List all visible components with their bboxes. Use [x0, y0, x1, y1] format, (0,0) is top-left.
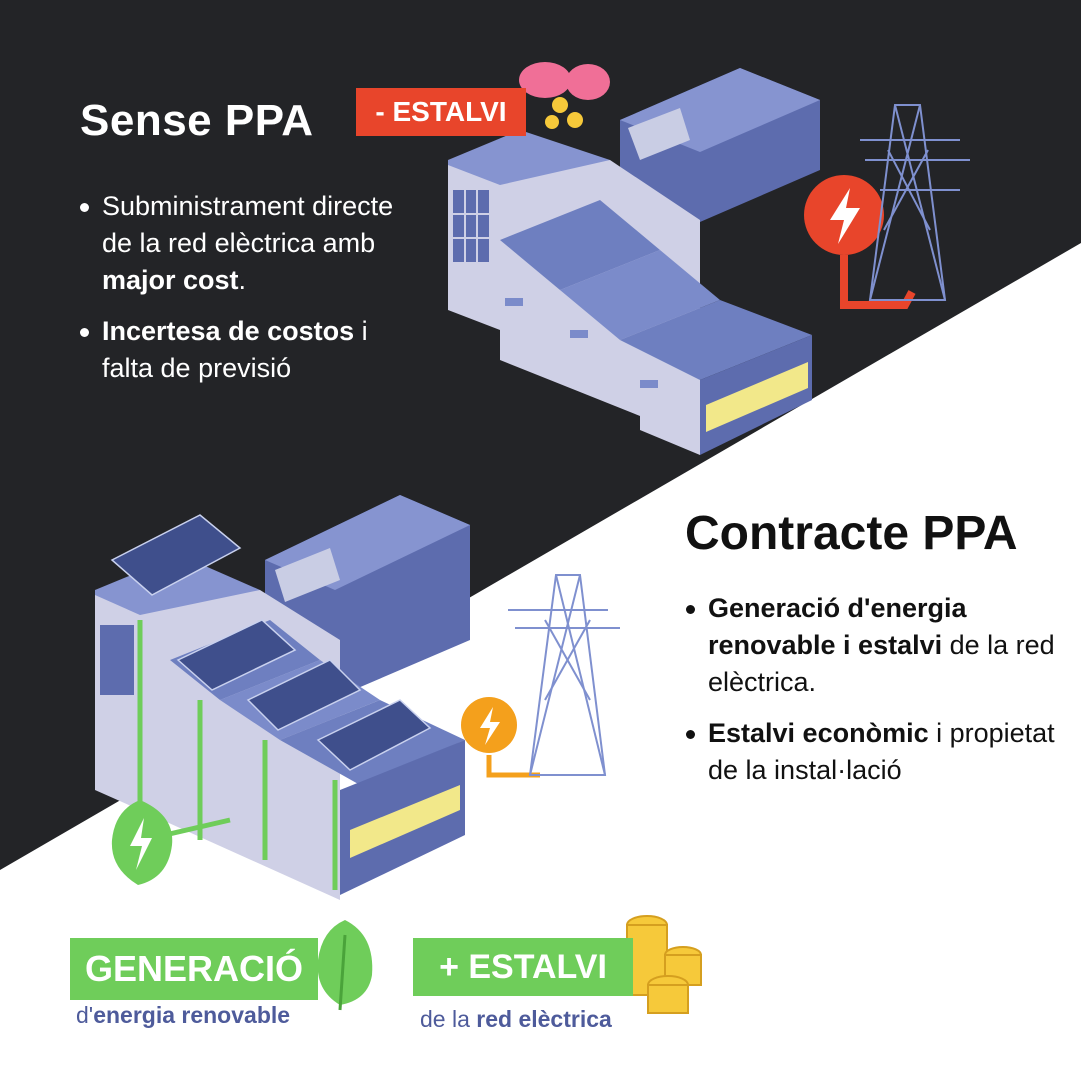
- list-item: Estalvi econòmic i propietat de la insta…: [686, 715, 1056, 789]
- list-item: Subministrament directe de la red elèctr…: [80, 188, 410, 299]
- page-title-contracte-ppa: Contracte PPA: [685, 507, 1018, 560]
- contracte-ppa-bullets: Generació d'energia renovable i estalvi …: [686, 590, 1056, 789]
- power-tower-icon: [860, 104, 970, 301]
- generation-subtitle: d'energia renovable: [76, 1002, 291, 1028]
- minus-savings-tag: - ESTALVI: [356, 88, 526, 136]
- savings-subtitle: de la red elèctrica: [420, 1006, 612, 1032]
- leaf-icon: [111, 800, 173, 885]
- sense-ppa-bullets: Subministrament directe de la red elèctr…: [80, 188, 410, 387]
- generation-tag: GENERACIÓ: [70, 938, 318, 1000]
- piggy-bank-icon: [519, 62, 610, 129]
- page-title-sense-ppa: Sense PPA: [80, 96, 314, 145]
- list-item: Generació d'energia renovable i estalvi …: [686, 590, 1056, 701]
- euro-coins-icon: [626, 915, 702, 1014]
- list-item: Incertesa de costos i falta de previsió: [80, 313, 410, 387]
- plus-savings-tag: + ESTALVI: [413, 938, 633, 996]
